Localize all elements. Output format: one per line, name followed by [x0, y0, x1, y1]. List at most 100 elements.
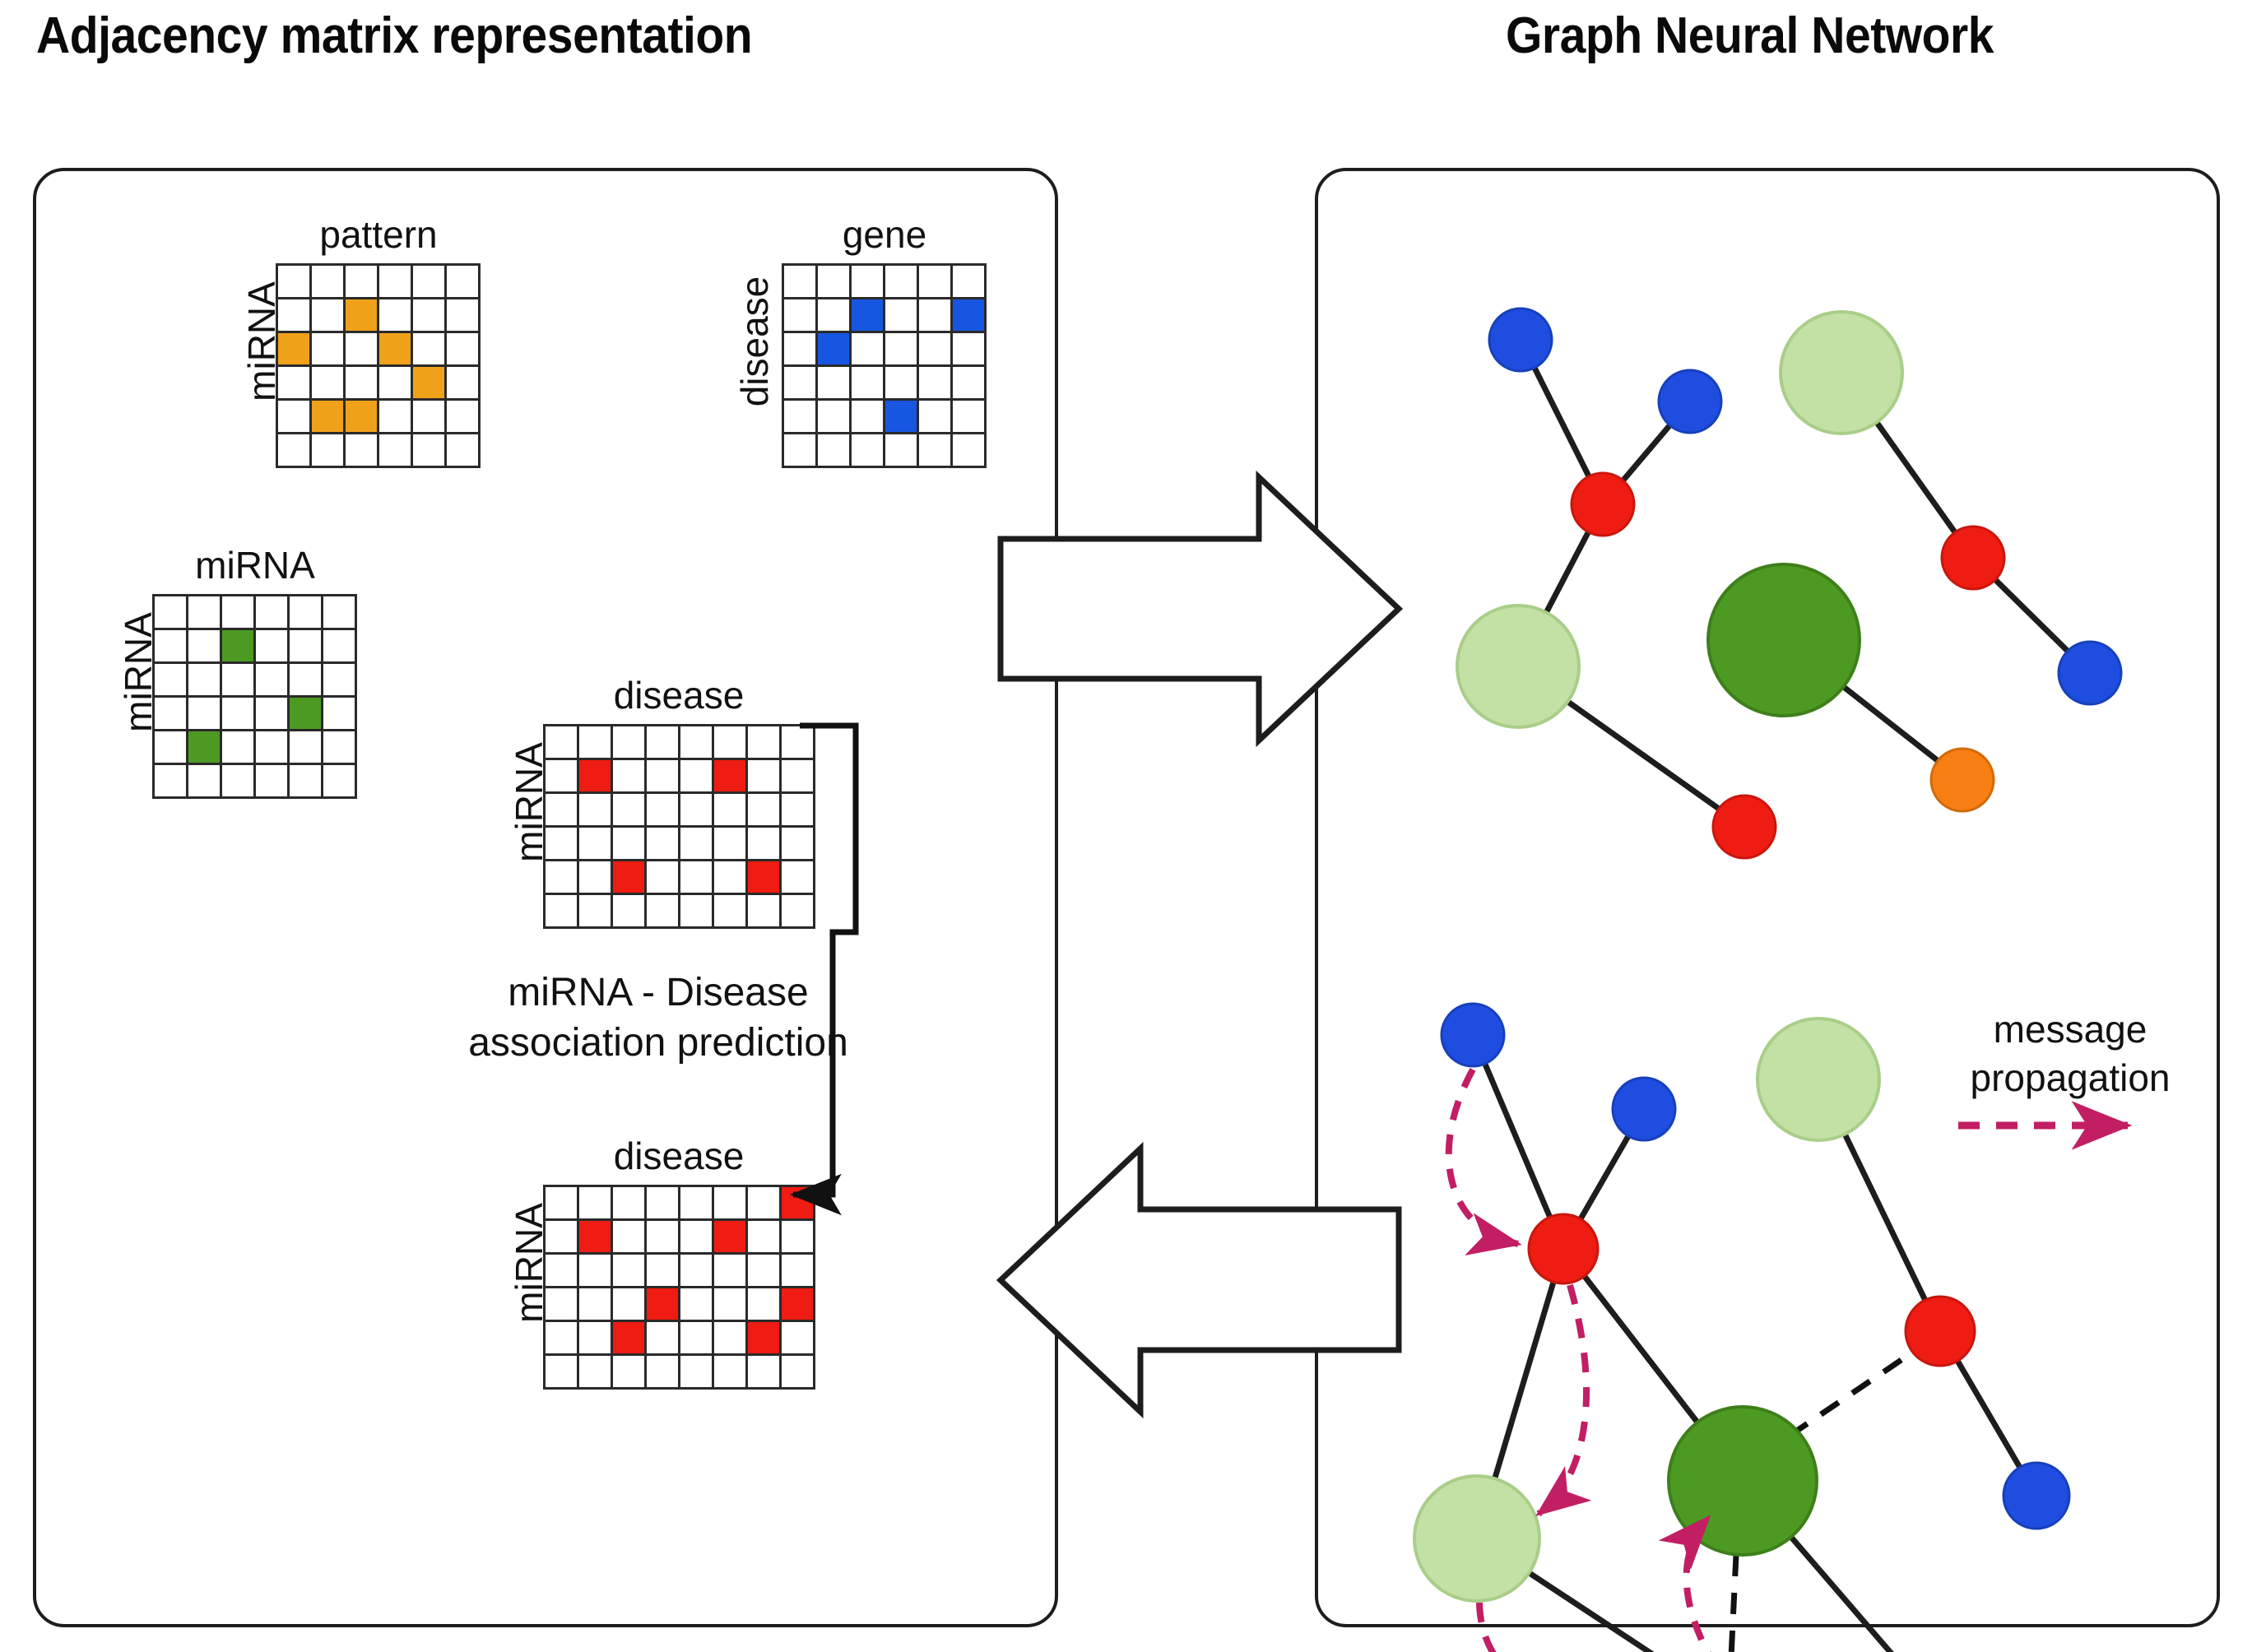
matrix-cell[interactable] [256, 731, 287, 763]
matrix-cell[interactable] [256, 765, 287, 796]
matrix-cell[interactable] [323, 596, 355, 628]
matrix-cell[interactable] [818, 434, 849, 466]
matrix-cell[interactable] [155, 630, 186, 661]
matrix-cell[interactable] [953, 333, 984, 364]
matrix-cell[interactable] [818, 333, 849, 364]
matrix-cell[interactable] [413, 434, 444, 466]
matrix-cell[interactable] [782, 1221, 813, 1252]
matrix-cell[interactable] [222, 731, 253, 763]
matrix-cell[interactable] [323, 765, 355, 796]
matrix-cell[interactable] [290, 698, 321, 729]
matrix-cell[interactable] [278, 333, 309, 364]
matrix-cell[interactable] [413, 401, 444, 432]
matrix-cell[interactable] [818, 401, 849, 432]
matrix-cell[interactable] [680, 794, 712, 825]
matrix-cell[interactable] [312, 434, 343, 466]
matrix-cell[interactable] [919, 367, 950, 398]
matrix-cell[interactable] [579, 895, 611, 926]
matrix-cell[interactable] [818, 299, 849, 331]
matrix-cell[interactable] [680, 895, 712, 926]
matrix-cell[interactable] [919, 266, 950, 297]
matrix-cell[interactable] [784, 434, 815, 466]
matrix-cell[interactable] [413, 299, 444, 331]
matrix-cell[interactable] [579, 861, 611, 893]
matrix-cell[interactable] [919, 401, 950, 432]
matrix-cell[interactable] [278, 367, 309, 398]
matrix-cell[interactable] [613, 828, 644, 859]
matrix-cell[interactable] [784, 367, 815, 398]
matrix-cell[interactable] [290, 596, 321, 628]
matrix-cell[interactable] [852, 401, 883, 432]
matrix-cell[interactable] [680, 1322, 712, 1353]
matrix-cell[interactable] [818, 266, 849, 297]
matrix-cell[interactable] [680, 1221, 712, 1252]
matrix-cell[interactable] [748, 1221, 779, 1252]
matrix-cell[interactable] [748, 1356, 779, 1387]
matrix-cell[interactable] [852, 299, 883, 331]
matrix-cell[interactable] [714, 828, 745, 859]
matrix-cell[interactable] [222, 765, 253, 796]
matrix-cell[interactable] [613, 726, 644, 758]
matrix-cell[interactable] [784, 333, 815, 364]
matrix-cell[interactable] [256, 698, 287, 729]
matrix-cell[interactable] [748, 1322, 779, 1353]
matrix-cell[interactable] [346, 299, 377, 331]
matrix-cell[interactable] [782, 861, 813, 893]
matrix-cell[interactable] [546, 1255, 577, 1286]
matrix-cell[interactable] [748, 794, 779, 825]
matrix-cell[interactable] [680, 1255, 712, 1286]
matrix-cell[interactable] [714, 861, 745, 893]
matrix-cell[interactable] [885, 333, 917, 364]
matrix-cell[interactable] [413, 367, 444, 398]
matrix-cell[interactable] [647, 1288, 678, 1320]
matrix-cell[interactable] [782, 726, 813, 758]
matrix-cell[interactable] [953, 299, 984, 331]
matrix-cell[interactable] [222, 664, 253, 695]
matrix-cell[interactable] [647, 1322, 678, 1353]
matrix-cell[interactable] [546, 828, 577, 859]
matrix-cell[interactable] [647, 1255, 678, 1286]
matrix-cell[interactable] [680, 828, 712, 859]
matrix-cell[interactable] [714, 1288, 745, 1320]
matrix-cell[interactable] [647, 1187, 678, 1218]
matrix-cell[interactable] [782, 794, 813, 825]
matrix-cell[interactable] [447, 434, 478, 466]
matrix-cell[interactable] [346, 367, 377, 398]
matrix-cell[interactable] [323, 630, 355, 661]
matrix-cell[interactable] [885, 401, 917, 432]
matrix-cell[interactable] [613, 1187, 644, 1218]
matrix-cell[interactable] [647, 794, 678, 825]
matrix-cell[interactable] [222, 698, 253, 729]
matrix-cell[interactable] [748, 861, 779, 893]
matrix-cell[interactable] [782, 1288, 813, 1320]
matrix-cell[interactable] [953, 266, 984, 297]
matrix-cell[interactable] [680, 1187, 712, 1218]
matrix-cell[interactable] [546, 1322, 577, 1353]
matrix-cell[interactable] [782, 1187, 813, 1218]
matrix-cell[interactable] [782, 1322, 813, 1353]
matrix-cell[interactable] [379, 434, 411, 466]
matrix-cell[interactable] [546, 895, 577, 926]
matrix-cell[interactable] [782, 1255, 813, 1286]
matrix-cell[interactable] [647, 895, 678, 926]
matrix-cell[interactable] [312, 266, 343, 297]
matrix-cell[interactable] [885, 266, 917, 297]
matrix-cell[interactable] [379, 367, 411, 398]
matrix-cell[interactable] [613, 1221, 644, 1252]
matrix-cell[interactable] [546, 1288, 577, 1320]
matrix-cell[interactable] [379, 401, 411, 432]
matrix-cell[interactable] [818, 367, 849, 398]
matrix-cell[interactable] [579, 1221, 611, 1252]
matrix-cell[interactable] [290, 664, 321, 695]
matrix-cell[interactable] [290, 765, 321, 796]
matrix-cell[interactable] [188, 731, 220, 763]
matrix-cell[interactable] [714, 1322, 745, 1353]
matrix-cell[interactable] [919, 434, 950, 466]
matrix-cell[interactable] [953, 401, 984, 432]
matrix-cell[interactable] [714, 1255, 745, 1286]
matrix-cell[interactable] [680, 1356, 712, 1387]
matrix-cell[interactable] [714, 1221, 745, 1252]
matrix-cell[interactable] [782, 895, 813, 926]
matrix-cell[interactable] [613, 794, 644, 825]
matrix-cell[interactable] [748, 1255, 779, 1286]
